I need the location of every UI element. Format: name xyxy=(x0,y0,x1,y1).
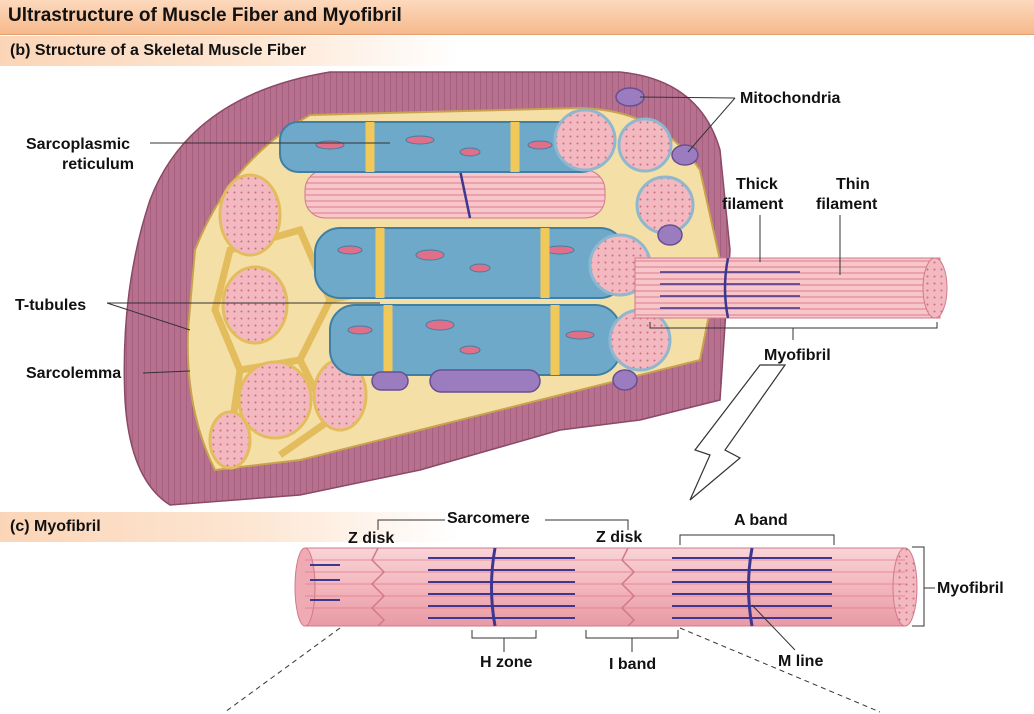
label-sarcoplasmic-2: reticulum xyxy=(62,156,135,173)
label-thick-1: Thick xyxy=(736,176,778,193)
label-h-zone: H zone xyxy=(480,654,533,671)
label-z-disk-right: Z disk xyxy=(596,529,643,546)
label-myofibril-b: Myofibril xyxy=(764,347,831,364)
label-i-band: I band xyxy=(609,656,657,673)
label-thin-1: Thin xyxy=(836,176,870,193)
label-thin-2: filament xyxy=(816,196,878,213)
label-mitochondria: Mitochondria xyxy=(738,89,843,109)
label-sarcoplasmic-1: Sarcoplasmic xyxy=(24,135,133,155)
panel-b-header: (b) Structure of a Skeletal Muscle Fiber xyxy=(0,36,460,66)
label-a-band: A band xyxy=(734,512,788,529)
muscle-fiber-block xyxy=(123,71,948,506)
panel-b-heading: (b) Structure of a Skeletal Muscle Fiber xyxy=(10,42,307,59)
myofibril-c xyxy=(294,547,918,627)
label-t-tubules: T-tubules xyxy=(13,296,89,316)
panel-b-leaders xyxy=(106,96,841,374)
label-sarcomere: Sarcomere xyxy=(445,509,532,529)
label-z-disk-left: Z disk xyxy=(348,530,395,547)
panel-c-leaders xyxy=(377,519,935,652)
page-title: Ultrastructure of Muscle Fiber and Myofi… xyxy=(8,5,402,26)
label-myofibril-c: Myofibril xyxy=(937,580,1004,597)
label-m-line: M line xyxy=(778,653,824,670)
panel-c-header: (c) Myofibril xyxy=(0,512,460,542)
panel-c-heading: (c) Myofibril xyxy=(10,518,101,535)
title-bar: Ultrastructure of Muscle Fiber and Myofi… xyxy=(0,0,1034,35)
label-sarcolemma: Sarcolemma xyxy=(24,364,124,384)
label-thick-2: filament xyxy=(722,196,784,213)
